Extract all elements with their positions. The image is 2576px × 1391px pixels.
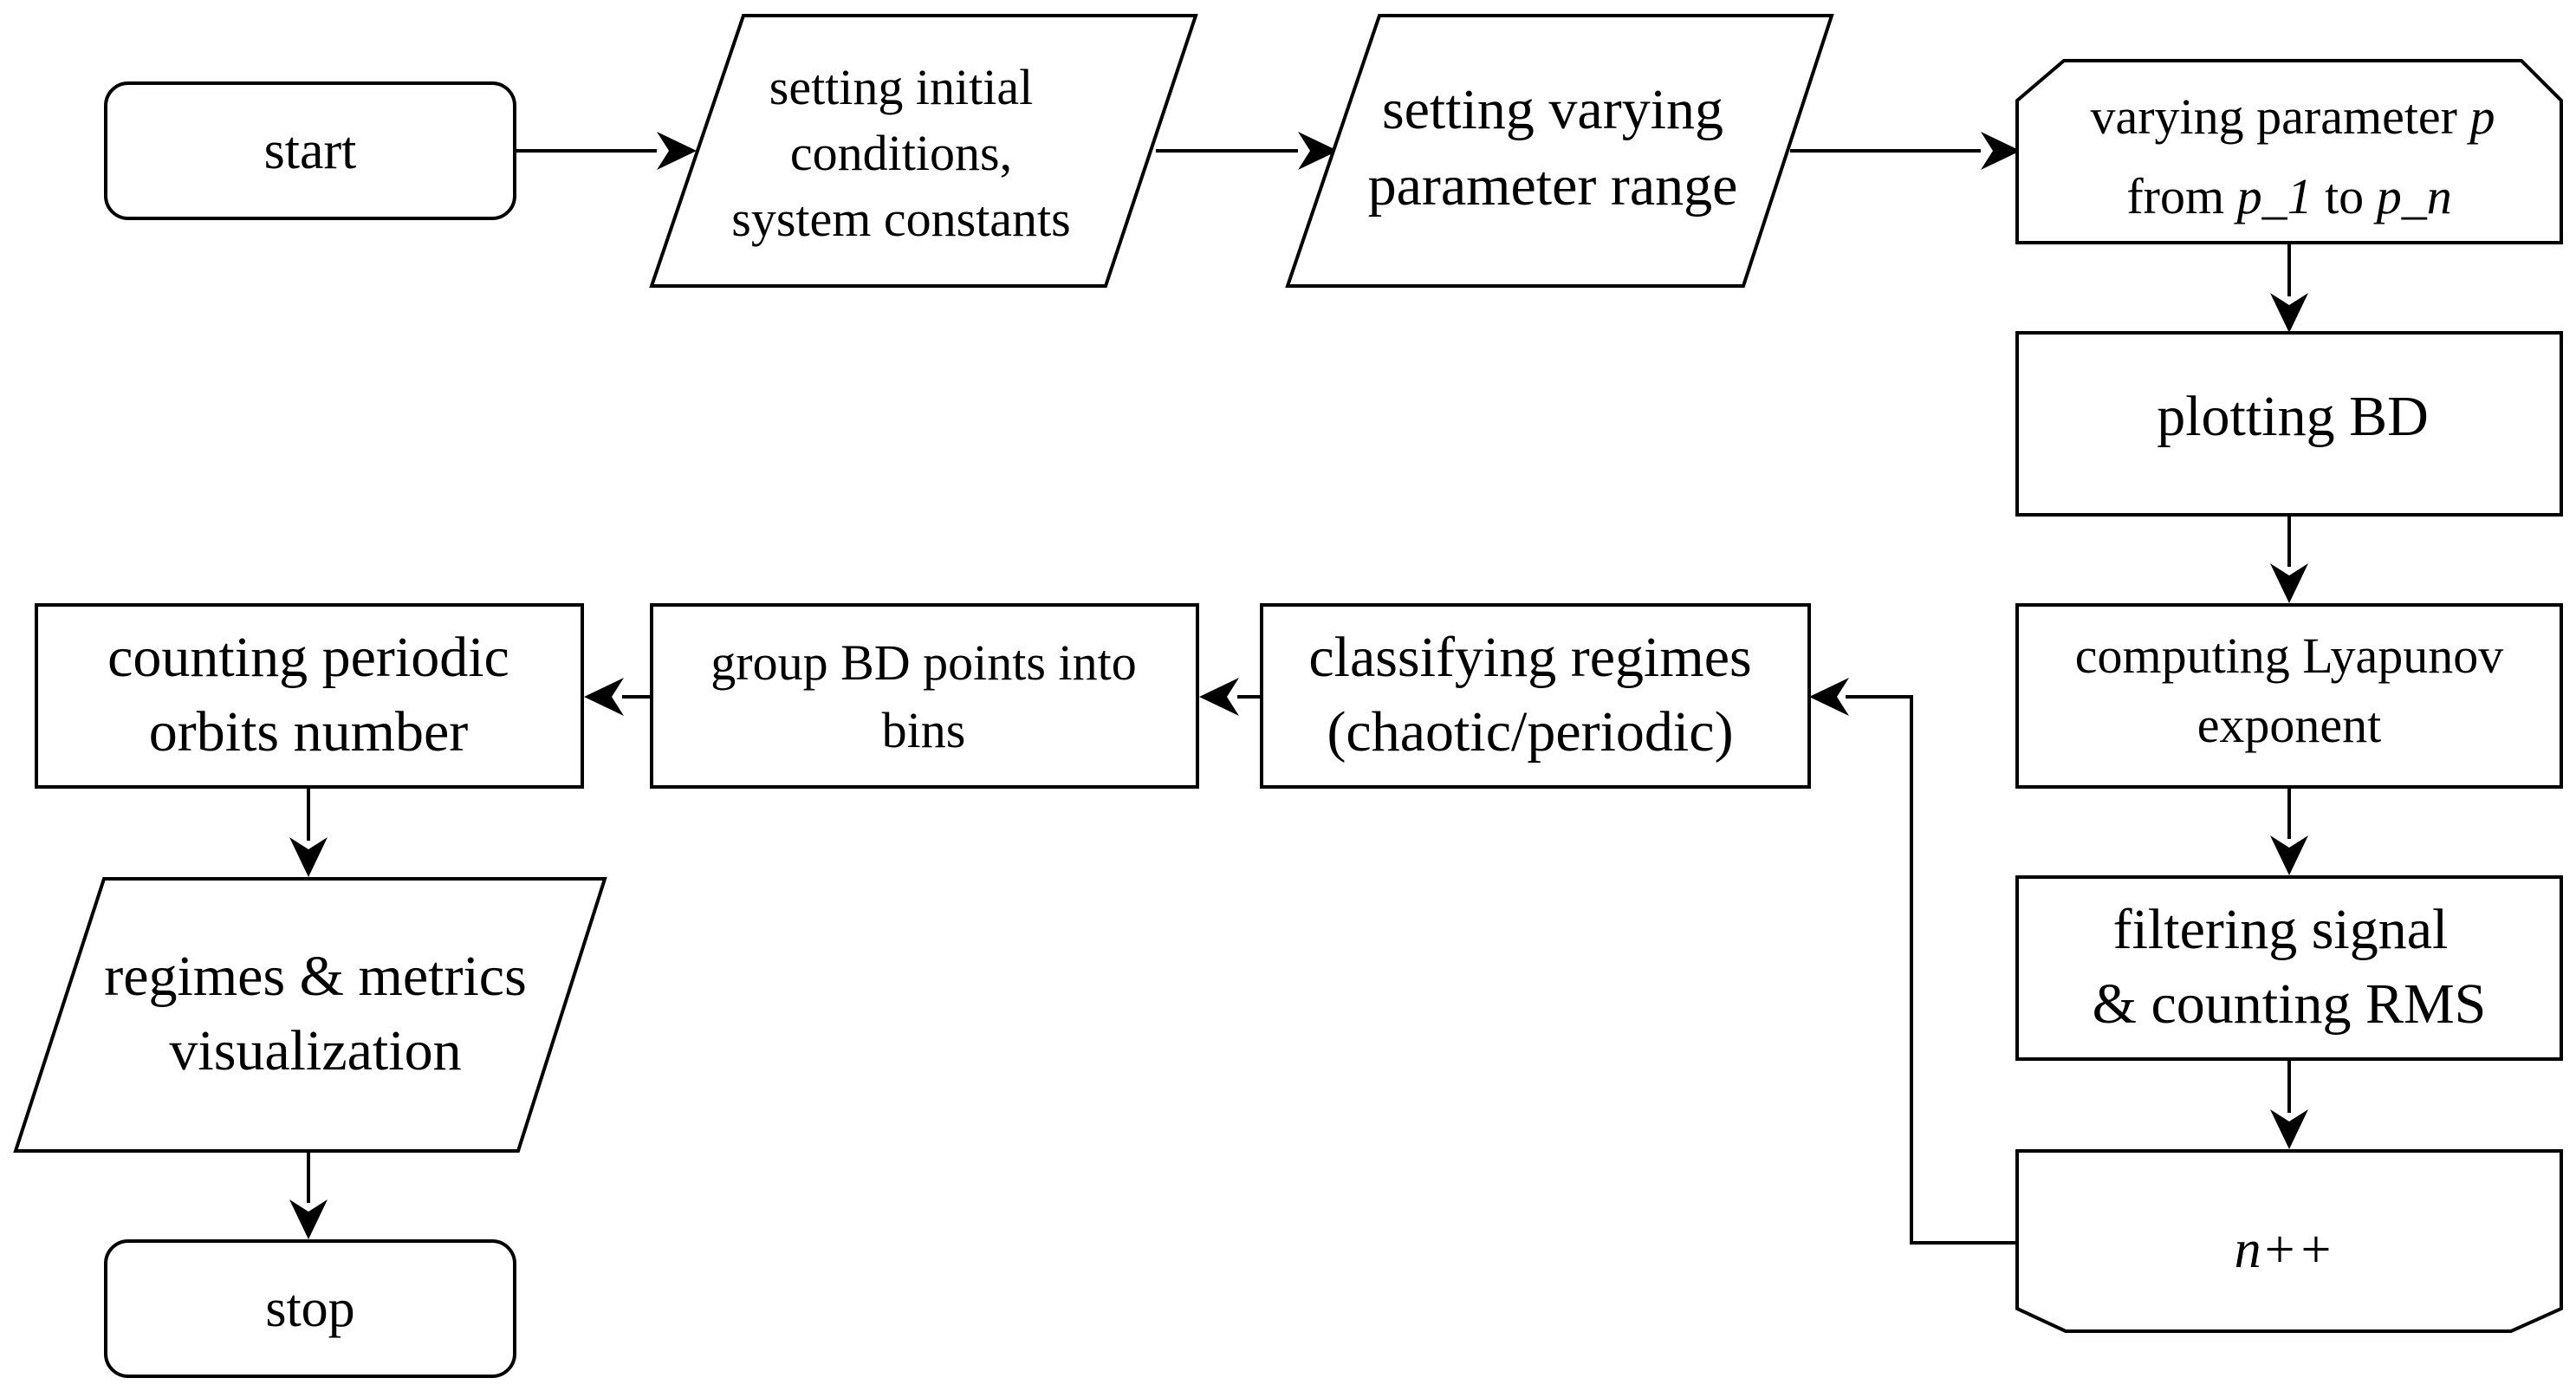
arrowhead: [2270, 1109, 2308, 1149]
loop-start-line-2: from p_1 to p_n: [2126, 168, 2451, 224]
param-range-line-2: parameter range: [1368, 154, 1738, 218]
visualization-line-2: visualization: [169, 1019, 461, 1082]
arrowhead: [657, 132, 697, 170]
initial-conditions-line-1: setting initial: [769, 59, 1033, 115]
loop-start-from: from: [2126, 168, 2236, 224]
counting-orbits-line-2: orbits number: [149, 700, 468, 764]
arrowhead: [584, 678, 624, 716]
arrowhead: [289, 837, 328, 877]
group-bins-process: group BD points into bins: [650, 603, 1199, 789]
initial-conditions-input: setting initial conditions, system const…: [649, 14, 1198, 288]
loop-start: varying parameter p from p_1 to p_n: [2015, 59, 2563, 244]
stop-label: stop: [265, 1279, 354, 1338]
counting-orbits-line-1: counting periodic: [107, 626, 509, 689]
plotting-bd-process: plotting BD: [2015, 331, 2563, 517]
stop-terminator: stop: [104, 1239, 516, 1378]
start-label: start: [264, 121, 357, 180]
arrowhead: [1298, 132, 1338, 170]
filtering-line-1: filtering signal: [2113, 898, 2449, 961]
arrowhead: [1199, 678, 1239, 716]
group-bins-line-2: bins: [882, 702, 966, 758]
lyapunov-process: computing Lyapunov exponent: [2015, 603, 2563, 789]
arrow-loop-end-to-classifying: [1846, 695, 2017, 1245]
visualization-line-1: regimes & metrics: [104, 945, 527, 1008]
loop-start-text: varying parameter: [2090, 88, 2469, 145]
connectors: [289, 132, 2308, 1245]
counting-orbits-process: counting periodic orbits number: [35, 603, 584, 789]
filtering-process: filtering signal & counting RMS: [2015, 875, 2563, 1061]
loop-start-to: to: [2313, 168, 2377, 224]
classifying-line-1: classifying regimes: [1308, 626, 1751, 689]
loop-end: n++: [2015, 1149, 2563, 1333]
loop-end-label: n++: [2235, 1220, 2334, 1279]
classifying-process: classifying regimes (chaotic/periodic): [1260, 603, 1811, 789]
start-terminator: start: [104, 81, 516, 220]
arrowhead: [1981, 132, 2021, 170]
visualization-output: regimes & metrics visualization: [13, 877, 607, 1153]
param-range-line-1: setting varying: [1382, 78, 1723, 141]
arrowhead: [2270, 293, 2308, 333]
arrowhead: [289, 1199, 328, 1239]
initial-conditions-line-3: system constants: [731, 191, 1070, 247]
arrowhead: [1809, 678, 1849, 716]
loop-start-var: p: [2467, 88, 2495, 145]
lyapunov-line-2: exponent: [2197, 697, 2382, 753]
initial-conditions-line-2: conditions,: [790, 125, 1012, 181]
group-bins-line-1: group BD points into: [711, 634, 1136, 691]
classifying-line-2: (chaotic/periodic): [1327, 700, 1733, 764]
arrowhead: [2270, 835, 2308, 875]
param-range-input: setting varying parameter range: [1285, 14, 1834, 288]
filtering-line-2: & counting RMS: [2093, 972, 2487, 1036]
loop-start-p1: p_1: [2234, 168, 2313, 224]
arrowhead: [2270, 563, 2308, 603]
lyapunov-line-1: computing Lyapunov: [2075, 627, 2504, 684]
loop-start-pn: p_n: [2373, 168, 2452, 224]
loop-start-line-1: varying parameter p: [2090, 88, 2495, 145]
plotting-bd-label: plotting BD: [2157, 385, 2429, 448]
